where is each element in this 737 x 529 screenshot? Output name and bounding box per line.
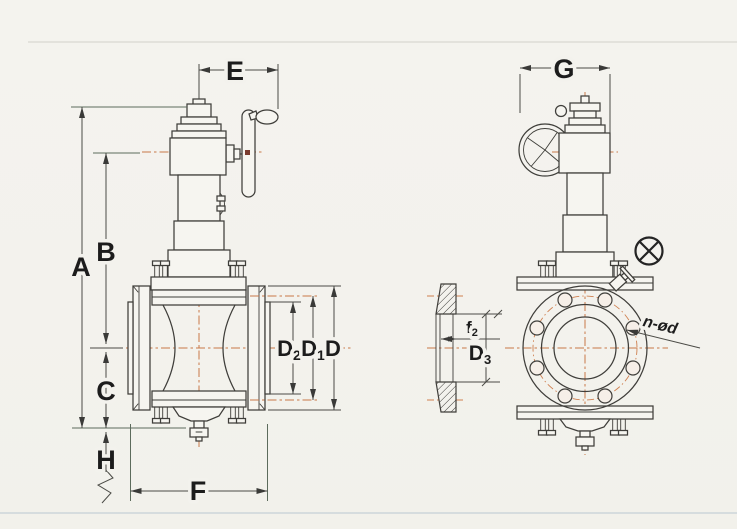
dim-label-c: C [96, 376, 116, 406]
side-flange-face [522, 285, 648, 411]
front-drain-plug [171, 406, 227, 442]
dim-f2: f2 [441, 309, 503, 343]
front-body [150, 260, 247, 424]
dim-label-e: E [226, 56, 244, 86]
dim-D3: D3 [456, 309, 500, 387]
dim-D-group: D2 D1 D [250, 285, 344, 411]
dim-B: B [90, 152, 140, 349]
flange-section-detail: f2 D3 [427, 283, 503, 413]
bolt-holes [529, 292, 641, 404]
crank-knob [554, 104, 568, 118]
dim-label-d3: D3 [469, 342, 491, 367]
dim-label-b: B [96, 237, 116, 267]
break-mark [96, 469, 114, 504]
circled-x-icon [634, 236, 664, 266]
dim-C: C [93, 352, 119, 428]
scan-artifacts [0, 41, 737, 514]
dim-label-f2: f2 [466, 318, 478, 339]
dim-E: E [198, 53, 279, 109]
front-view: E A B C H [68, 53, 352, 510]
dim-label-d: D [325, 336, 341, 361]
dim-label-a: A [71, 252, 91, 282]
dim-label-d2: D2 [277, 336, 301, 363]
dim-H: H [93, 432, 119, 504]
shaft-end-mark [245, 150, 250, 155]
side-view: G n-ød [505, 51, 701, 455]
front-flange-left [127, 285, 151, 411]
dim-label-d1: D1 [301, 336, 325, 363]
stem-bracket [216, 192, 226, 216]
dim-label-h: H [96, 445, 116, 475]
bolt-circle [532, 295, 638, 401]
front-flange-right [247, 285, 271, 411]
side-column [555, 95, 615, 286]
side-drain-plug [558, 418, 612, 451]
dim-A: A [68, 106, 187, 429]
dim-F: F [130, 424, 268, 510]
drain-cock [608, 265, 636, 292]
front-bonnet-stack [167, 98, 231, 278]
front-handwheel [225, 109, 279, 198]
dim-label-f: F [190, 476, 207, 506]
dim-label-g: G [553, 54, 574, 84]
dim-G: G [519, 51, 611, 133]
